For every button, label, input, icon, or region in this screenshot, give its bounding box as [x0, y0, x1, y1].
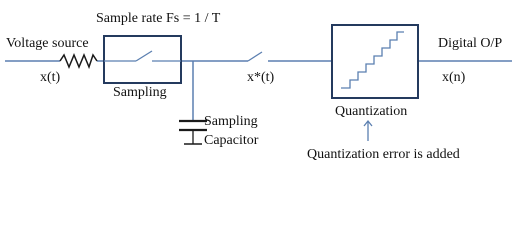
- staircase-icon: [341, 31, 404, 89]
- sampling-label: Sampling: [113, 85, 167, 100]
- signal-path: [5, 60, 512, 121]
- sampling-capacitor-symbol: [179, 119, 207, 145]
- sample-rate-label: Sample rate Fs = 1 / T: [96, 11, 221, 26]
- adc-block-diagram: Sample rate Fs = 1 / T Voltage source x(…: [5, 11, 512, 162]
- quantization-label: Quantization: [335, 104, 407, 119]
- capacitor-label-line2: Capacitor: [204, 133, 259, 148]
- capacitor-label-line1: Sampling: [204, 114, 258, 129]
- input-label: Voltage source: [6, 36, 89, 51]
- quantization-error-arrow: [363, 119, 373, 141]
- resistor-symbol: [59, 53, 98, 70]
- sampled-signal-label: x*(t): [247, 70, 275, 85]
- output-signal-label: x(n): [442, 70, 466, 85]
- sample-switch-icon: [247, 51, 263, 62]
- quantization-error-note: Quantization error is added: [307, 147, 460, 162]
- sampling-switch-symbol: [104, 50, 181, 62]
- input-signal-label: x(t): [40, 70, 61, 85]
- sampling-block: [103, 35, 182, 84]
- quantization-block: [331, 24, 419, 99]
- output-label: Digital O/P: [438, 36, 502, 51]
